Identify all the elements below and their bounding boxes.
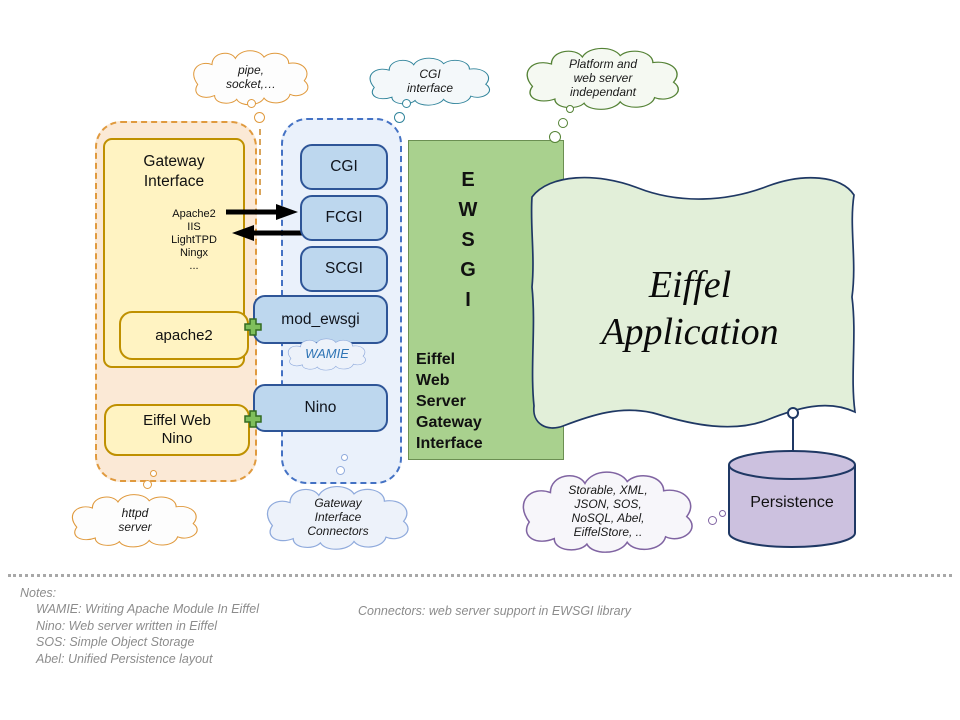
connection-pin-icon [787,407,799,454]
request-response-arrows [226,204,302,241]
note-line: SOS: Simple Object Storage [36,635,195,649]
thought-trail-dot [254,112,265,123]
cloud-pipe-socket: pipe, socket,… [186,46,316,108]
connector-label: FCGI [325,209,363,226]
thought-trail-dot [558,118,568,128]
cloud-wamie: WAMIE [283,336,371,372]
thought-trail-dot [336,466,345,475]
ewsgi-label: Eiffel Web Server Gateway Interface [416,351,483,452]
plug-connector-icon [244,318,262,336]
cloud-gateway-connectors-text: Gateway Interface Connectors [307,496,369,538]
notes-list: WAMIE: Writing Apache Module In Eiffel N… [36,601,259,667]
server-list-item: Apache2 [172,208,216,220]
ewsgi-acronym: E W S G I [458,169,478,311]
cloud-httpd-server: httpd server [64,490,206,550]
eiffel-application-shape [530,176,857,429]
thought-trail-dot [708,516,717,525]
note-line: Nino: Web server written in Eiffel [36,618,218,633]
thought-trail-dot [150,470,157,477]
server-list-item: LightTPD [171,234,217,246]
notes-heading: Notes: [20,586,57,600]
cloud-platform-independent-text: Platform and web server independant [568,57,638,99]
thought-trail-dot [566,105,574,113]
apache2-label: apache2 [155,327,213,344]
note-line: WAMIE: Writing Apache Module In Eiffel [36,602,260,616]
cloud-platform-independent: Platform and web server independant [517,43,689,113]
server-list-item: ... [189,260,199,272]
connector-label: Nino [304,399,337,416]
cloud-cgi-interface-text: CGI interface [406,67,454,95]
plug-connector-icon [244,410,262,428]
thought-trail-line [259,129,261,195]
cloud-httpd-server-text: httpd server [118,506,152,534]
apache2-box: apache2 [119,311,249,360]
thought-trail-dot [719,510,726,517]
cloud-cgi-interface: CGI interface [362,54,498,108]
server-list-item: Ningx [179,247,209,259]
connector-fcgi: FCGI [300,195,388,241]
eiffel-application-title: Eiffel Application [601,264,779,353]
thought-trail-dot [247,99,256,108]
response-arrow-icon [232,225,302,241]
connector-label: mod_ewsgi [281,310,360,328]
cloud-pipe-socket-text: pipe, socket,… [225,63,276,91]
thought-trail-dot [549,131,561,143]
cloud-storable: Storable, XML, JSON, SOS, NoSQL, Abel, E… [512,465,704,557]
connector-label: CGI [330,158,358,175]
note-connectors: Connectors: web server support in EWSGI … [358,604,632,618]
connector-mod-ewsgi: mod_ewsgi [253,295,388,344]
thought-trail-dot [394,112,405,123]
connector-scgi: SCGI [300,246,388,292]
connector-nino: Nino [253,384,388,432]
notes-separator [8,574,952,577]
cloud-gateway-connectors: Gateway Interface Connectors [258,481,418,553]
connector-cgi: CGI [300,144,388,190]
gateway-interface-title: Gateway Interface [143,153,205,190]
thought-trail-dot [143,480,152,489]
persistence-label: Persistence [750,494,834,511]
cloud-wamie-text: WAMIE [305,346,349,361]
cloud-storable-text: Storable, XML, JSON, SOS, NoSQL, Abel, E… [568,483,648,539]
connector-label: SCGI [325,260,363,277]
thought-trail-dot [402,99,411,108]
server-list: Apache2 IIS LightTPD Ningx ... [145,208,243,273]
server-list-item: IIS [187,221,201,233]
thought-trail-dot [341,454,348,461]
persistence-cylinder [728,450,856,548]
eiffel-web-nino-label: Eiffel Web Nino [143,412,211,447]
request-arrow-icon [226,204,298,220]
note-line: Abel: Unified Persistence layout [36,651,213,666]
eiffel-web-nino-box: Eiffel Web Nino [104,404,250,456]
